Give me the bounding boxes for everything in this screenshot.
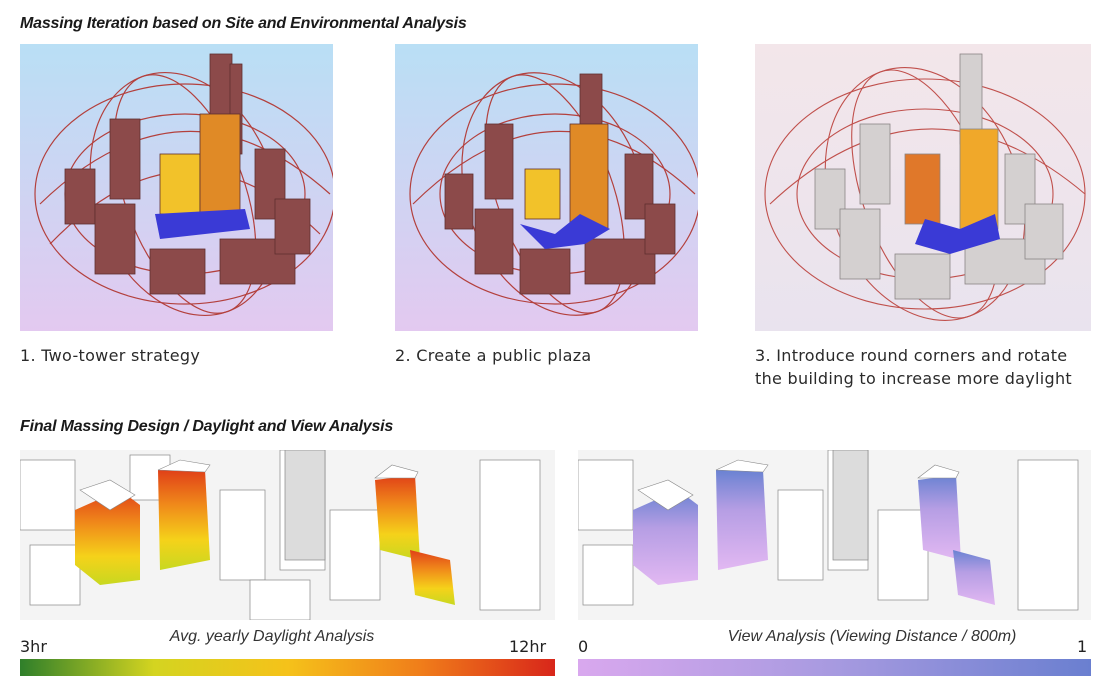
view-legend-title: View Analysis (Viewing Distance / 800m): [727, 628, 1017, 645]
view-legend-min: 0: [578, 637, 589, 656]
iteration-3-caption: 3. Introduce round corners and rotate th…: [755, 346, 1073, 388]
final-design-heading: Final Massing Design / Daylight and View…: [20, 418, 394, 435]
massing-render-3: [755, 44, 1091, 331]
view-analysis-render: [578, 450, 1091, 620]
massing-render-1: [20, 44, 333, 331]
view-color-scale: [578, 659, 1091, 676]
daylight-legend-min: 3hr: [20, 637, 47, 656]
daylight-analysis-render: [20, 450, 555, 620]
iteration-heading: Massing Iteration based on Site and Envi…: [20, 15, 467, 32]
massing-render-2: [395, 44, 698, 331]
daylight-color-scale: [20, 659, 555, 676]
view-legend-max: 1: [1077, 637, 1088, 656]
iteration-1-caption: 1. Two-tower strategy: [20, 346, 201, 365]
daylight-legend-max: 12hr: [509, 637, 547, 656]
iteration-2-caption: 2. Create a public plaza: [395, 346, 592, 365]
daylight-legend-title: Avg. yearly Daylight Analysis: [169, 628, 375, 645]
